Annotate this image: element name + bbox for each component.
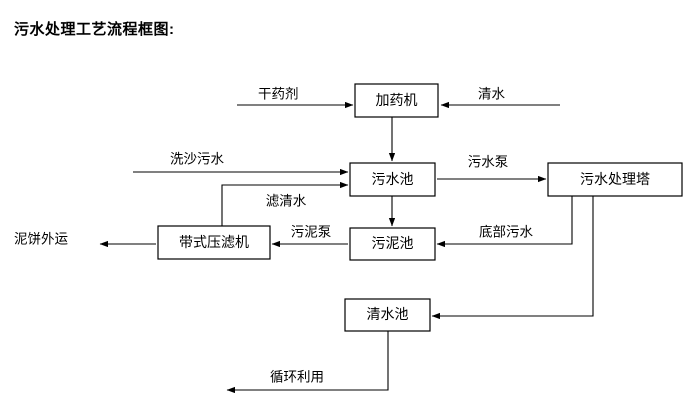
edge-filtered-water-to-sewage-pool [221,181,349,226]
node-sludge-pool[interactable]: 污泥池 [349,227,436,261]
node-belt-filter-press-label: 带式压滤机 [179,234,249,250]
edge-clear-water-pool-to-recycle [226,331,389,394]
node-sewage-pool-label: 污水池 [372,171,414,187]
node-sewage-treatment-tower-label: 污水处理塔 [580,171,650,187]
node-sewage-treatment-tower[interactable]: 污水处理塔 [547,162,683,197]
edge-label-sewage-pump: 污水泵 [468,155,509,170]
node-clear-water-pool[interactable]: 清水池 [344,298,431,332]
edge-label-sludge-pump: 污泥泵 [291,225,332,240]
node-dosing-machine[interactable]: 加药机 [354,83,439,118]
node-sludge-pool-label: 污泥池 [372,235,414,251]
edge-label-filtered-water: 滤清水 [266,194,307,209]
terminal-label-dry-chemical: 干药剂 [258,87,299,102]
edge-tower-to-clear-water-pool [431,196,594,320]
edge-tower-bottom-sewage-to-sludge-pool [436,196,573,248]
edge-label-recycle: 循环利用 [270,370,324,385]
edge-label-bottom-sewage: 底部污水 [479,225,533,240]
node-belt-filter-press[interactable]: 带式压滤机 [157,225,271,260]
page-title: 污水处理工艺流程框图: [14,21,175,38]
terminal-label-mud-cake-out: 泥饼外运 [14,232,68,247]
node-sewage-pool[interactable]: 污水池 [349,162,436,197]
terminal-label-clean-water: 清水 [478,87,505,102]
node-clear-water-pool-label: 清水池 [367,306,409,322]
terminal-label-sand-wash-sewage: 洗沙污水 [170,152,224,167]
node-dosing-machine-label: 加药机 [376,92,418,108]
